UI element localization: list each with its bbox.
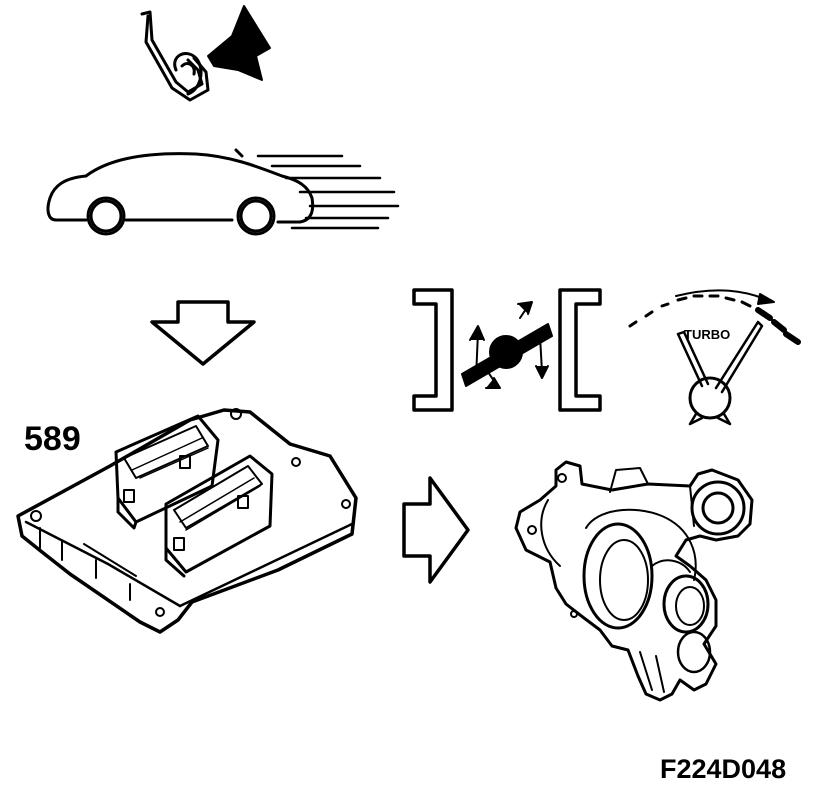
ecu-icon [16,408,358,634]
rotation-arrows [469,301,549,389]
down-arrow [150,300,256,366]
pedal-icon [140,10,210,102]
component-number: 589 [24,420,81,458]
gauge-icon [628,289,801,426]
connector-right [164,454,274,578]
car-icon [46,148,400,236]
gauge-label: TURBO [684,327,730,342]
arrow-icon [207,5,271,81]
motion-lines [256,154,400,230]
throttle-icon [412,288,602,412]
turbo-icon [514,460,754,702]
figure-code: F224D048 [660,754,787,784]
connector-left [114,414,220,530]
right-arrow [402,476,470,584]
